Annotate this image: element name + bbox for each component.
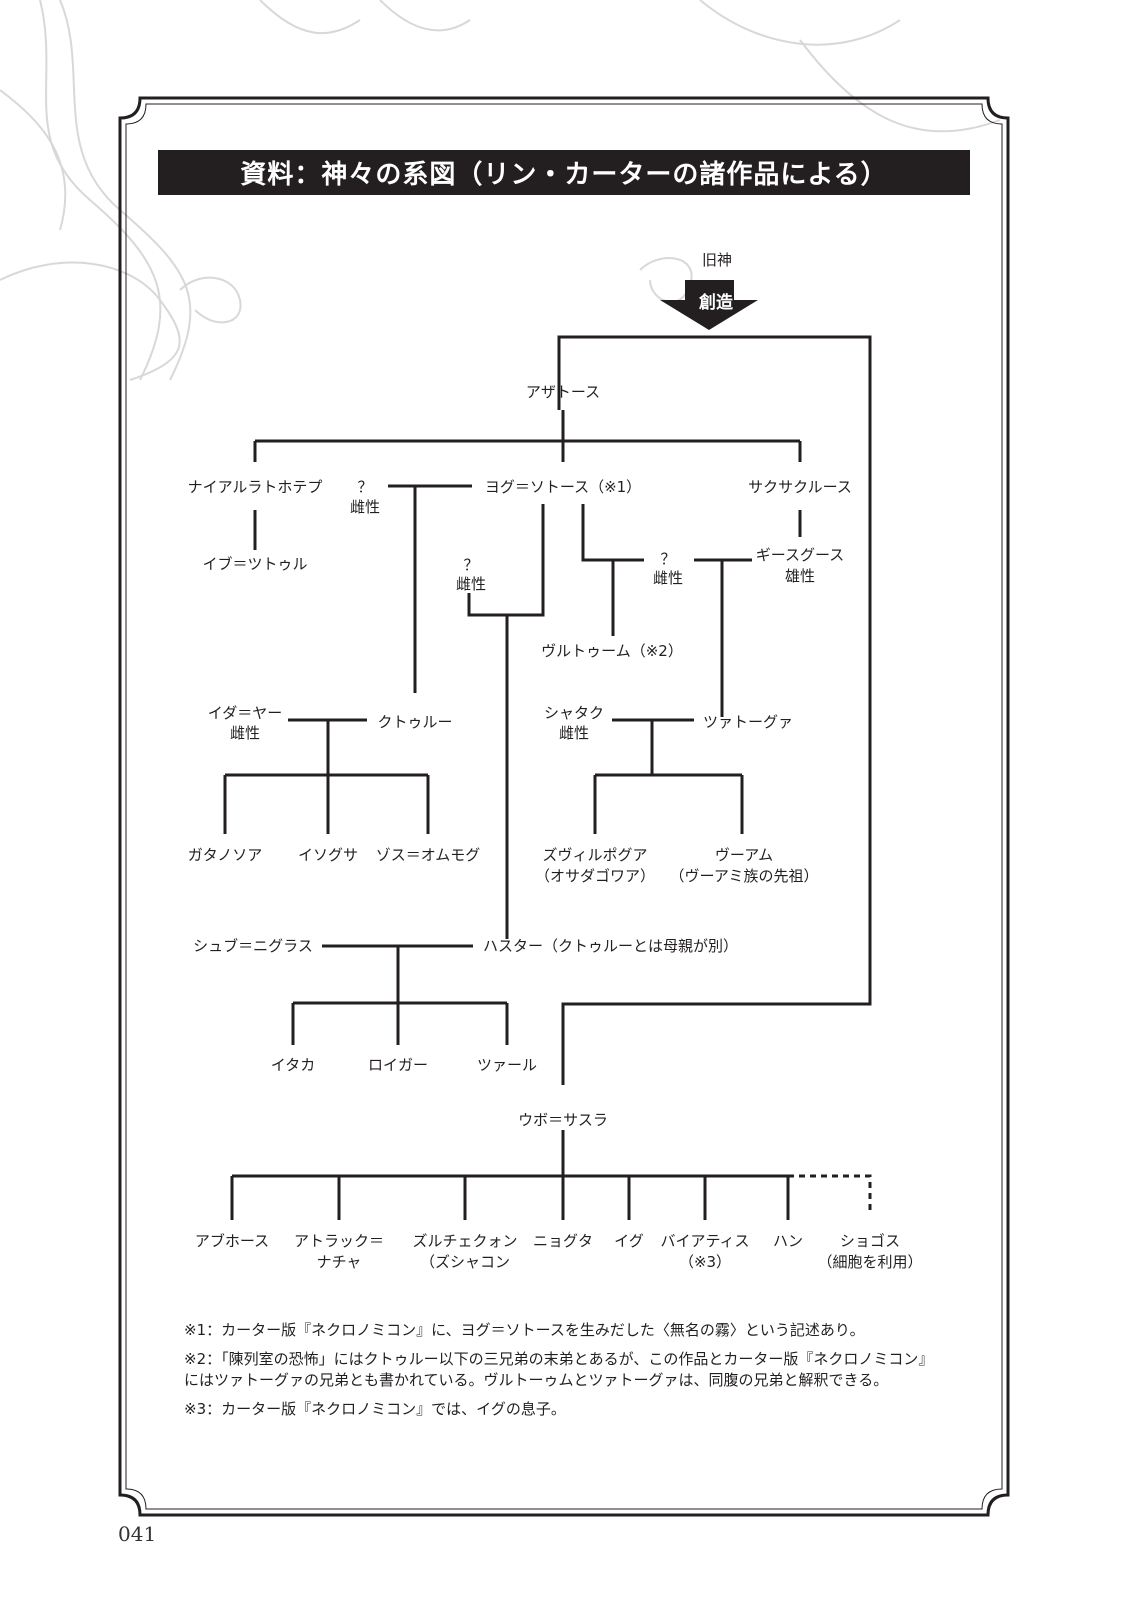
node-zulchequon-1: ズルチェクォン: [412, 1232, 518, 1250]
node-zhar: ツァール: [476, 1056, 538, 1074]
node-byatis-2: （※3）: [678, 1253, 732, 1271]
node-byatis-1: バイアティス: [660, 1232, 750, 1250]
node-atlach-nacha-1: アトラック＝: [293, 1232, 385, 1250]
node-shatak-sex: 雌性: [558, 724, 590, 742]
node-idhya: イダ＝ヤー: [207, 704, 283, 722]
node-azathoth: アザトース: [525, 383, 601, 401]
node-shub-niggurath: シュブ＝ニグラス: [193, 937, 313, 955]
node-shoggoth-2: （細胞を利用）: [817, 1253, 923, 1271]
node-han: ハン: [772, 1232, 804, 1250]
node-shatak: シャタク: [543, 704, 605, 722]
node-zvilpogghua: ズヴィルポグア: [542, 846, 648, 864]
node-ubbo-sathla: ウボ＝サスラ: [518, 1111, 608, 1129]
node-shoggoth-1: ショゴス: [839, 1232, 901, 1250]
node-sakusaklu: サクサクルース: [748, 478, 852, 496]
node-zvilpogghua-alias: （オサダゴワア）: [534, 867, 656, 885]
creation-bracket: [557, 335, 872, 1085]
node-nyogtha: ニョグタ: [532, 1232, 594, 1250]
node-vorm: ヴーアム: [714, 846, 774, 864]
footnote-1: ※1：カーター版『ネクロノミコン』に、ヨグ＝ソトースを生みだした〈無名の霧〉とい…: [184, 1321, 865, 1339]
footnote-3: ※3：カーター版『ネクロノミコン』では、イグの息子。: [184, 1400, 566, 1418]
creation-label: 創造: [699, 293, 733, 313]
node-abhoth: アブホース: [194, 1232, 270, 1250]
title-bar: 資料：神々の系図（リン・カーターの諸作品による）: [158, 150, 970, 195]
node-cthulhu: クトゥルー: [377, 713, 453, 731]
node-nyarlathotep: ナイアルラトホテプ: [187, 478, 323, 496]
node-zoth-ommog: ゾス＝オムモグ: [375, 846, 481, 864]
node-unknown-female-3-q: ？: [660, 550, 676, 568]
footnotes: ※1：カーター版『ネクロノミコン』に、ヨグ＝ソトースを生みだした〈無名の霧〉とい…: [184, 1320, 944, 1428]
creation-arrow-icon: [660, 280, 758, 330]
node-ghisguth: ギースグース: [755, 546, 845, 564]
node-unknown-female-1: 雌性: [349, 498, 381, 516]
node-ithaqua: イタカ: [270, 1056, 316, 1074]
node-atlach-nacha-2: ナチャ: [316, 1253, 362, 1271]
node-ghatanothoa: ガタノソア: [187, 846, 263, 864]
page-number: 041: [118, 1522, 157, 1546]
node-yog-sothoth: ヨグ＝ソトース（※1）: [484, 478, 642, 496]
node-unknown-female-1-q: ？: [357, 478, 373, 496]
node-yig: イグ: [614, 1232, 644, 1250]
node-ythogtha: イソグサ: [297, 846, 359, 864]
node-unknown-female-3: 雌性: [652, 569, 684, 587]
node-tsathoggua: ツァトーグァ: [702, 713, 794, 731]
shoggoth-dotted-link: [788, 1174, 872, 1214]
node-unknown-female-2: 雌性: [455, 575, 487, 593]
node-vulthoom: ヴルトゥーム（※2）: [541, 642, 683, 660]
node-idhya-sex: 雌性: [229, 724, 261, 742]
node-hastur: ハスター（クトゥルーとは母親が別）: [483, 937, 739, 955]
node-ybtsttl: イブ＝ツトゥル: [202, 555, 308, 573]
node-vorm-note: （ヴーアミ族の先祖）: [669, 867, 819, 885]
page-title: 資料：神々の系図（リン・カーターの諸作品による）: [240, 160, 888, 190]
node-unknown-female-2-q: ？: [463, 556, 479, 574]
node-zulchequon-2: （ズシャコン: [419, 1253, 511, 1271]
node-ghisguth-sex: 雄性: [784, 567, 816, 585]
elder-gods-label: 旧神: [701, 251, 733, 269]
footnote-2: ※2：「陳列室の恐怖」にはクトゥルー以下の三兄弟の末弟とあるが、この作品とカータ…: [184, 1350, 934, 1389]
node-lloigor: ロイガー: [367, 1056, 429, 1074]
